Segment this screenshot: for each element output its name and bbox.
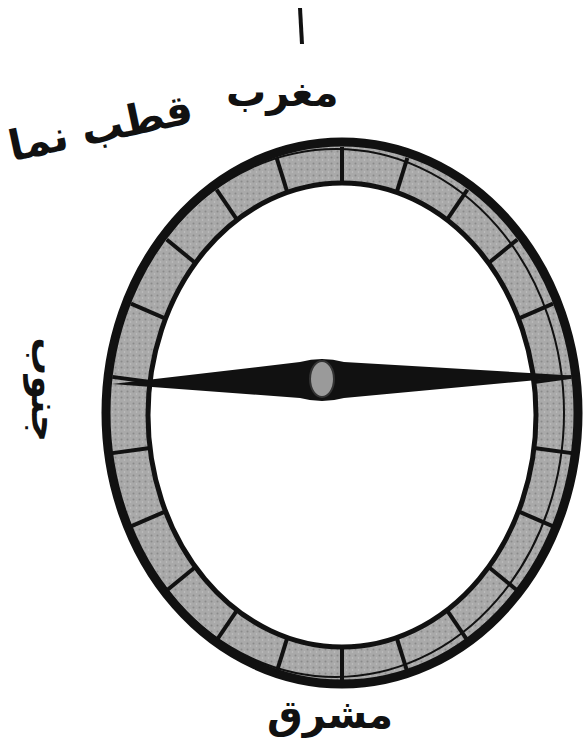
rim-divider — [489, 567, 518, 591]
rim-divider — [277, 638, 288, 673]
rim-divider — [131, 304, 166, 319]
compass-face — [148, 183, 536, 647]
rim-dividers — [112, 147, 571, 683]
rim-divider — [447, 610, 468, 640]
rim-divider — [277, 158, 288, 193]
rim-divider — [131, 511, 166, 526]
rim-inner-line — [108, 149, 564, 677]
figure-title-label: قطب نما — [4, 84, 198, 172]
rim-divider — [489, 239, 518, 263]
direction-label: مغرب — [226, 68, 338, 116]
rim-divider — [447, 190, 468, 220]
pointer-tick — [300, 8, 302, 44]
rim-divider — [340, 647, 344, 683]
rim-divider — [340, 147, 344, 183]
direction-label: جنوب — [21, 337, 67, 442]
rim-divider — [397, 638, 408, 673]
rim-divider — [518, 304, 553, 319]
compass-needle — [112, 359, 580, 401]
compass-rim — [106, 142, 578, 684]
rim-divider — [112, 448, 150, 453]
rim-divider — [397, 158, 408, 193]
rim-divider — [217, 190, 238, 220]
rim-divider — [167, 567, 196, 591]
rim-divider — [518, 511, 553, 526]
direction-label: مشرق — [267, 690, 393, 738]
rim-divider — [534, 448, 572, 453]
needle-pivot — [310, 361, 334, 397]
rim-divider — [167, 239, 196, 263]
rim-divider — [217, 610, 238, 640]
